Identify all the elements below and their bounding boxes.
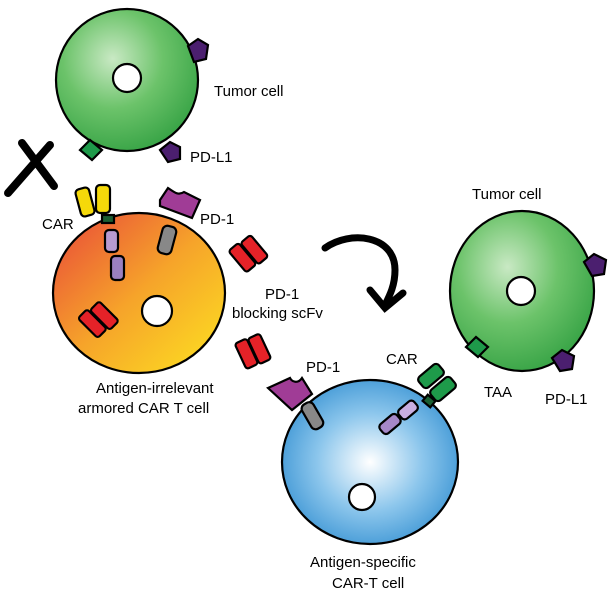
label-pdl1-top: PD-L1 bbox=[190, 149, 233, 166]
scfv-secreted bbox=[228, 234, 272, 370]
label-taa: TAA bbox=[484, 384, 512, 401]
label-tumor-cell-top: Tumor cell bbox=[214, 83, 283, 100]
tumor-cell-right bbox=[448, 209, 608, 373]
pdl1-icon bbox=[550, 348, 576, 373]
pdl1-icon bbox=[158, 140, 182, 164]
car-receptor-yellow bbox=[74, 183, 126, 282]
pdl1-icon bbox=[186, 37, 210, 64]
label-specific-2: CAR-T cell bbox=[332, 575, 404, 592]
car-receptor-green bbox=[378, 362, 457, 436]
label-pdl1-right: PD-L1 bbox=[545, 391, 588, 408]
armored-car-t-cell bbox=[51, 183, 227, 375]
label-car-left: CAR bbox=[42, 216, 74, 233]
scfv-inside bbox=[78, 301, 119, 338]
label-scfv-1: PD-1 bbox=[265, 286, 299, 303]
antigen-specific-car-t-cell bbox=[266, 362, 460, 546]
label-car-blue: CAR bbox=[386, 351, 418, 368]
label-armored-1: Antigen-irrelevant bbox=[96, 380, 214, 397]
pd1-receptor-blue bbox=[266, 375, 325, 431]
pdl1-icon bbox=[582, 252, 608, 278]
label-pd1-left: PD-1 bbox=[200, 211, 234, 228]
antigen-icon bbox=[78, 138, 104, 162]
tumor-cell-top bbox=[54, 7, 210, 164]
pd1-receptor bbox=[156, 186, 202, 256]
label-scfv-2: blocking scFv bbox=[232, 305, 323, 322]
label-pd1-blue: PD-1 bbox=[306, 359, 340, 376]
label-tumor-cell-right: Tumor cell bbox=[472, 186, 541, 203]
x-mark-icon bbox=[4, 139, 58, 197]
curved-arrow-icon bbox=[321, 234, 407, 313]
label-specific-1: Antigen-specific bbox=[310, 554, 416, 571]
taa-icon bbox=[464, 335, 490, 359]
label-armored-2: armored CAR T cell bbox=[78, 400, 209, 417]
